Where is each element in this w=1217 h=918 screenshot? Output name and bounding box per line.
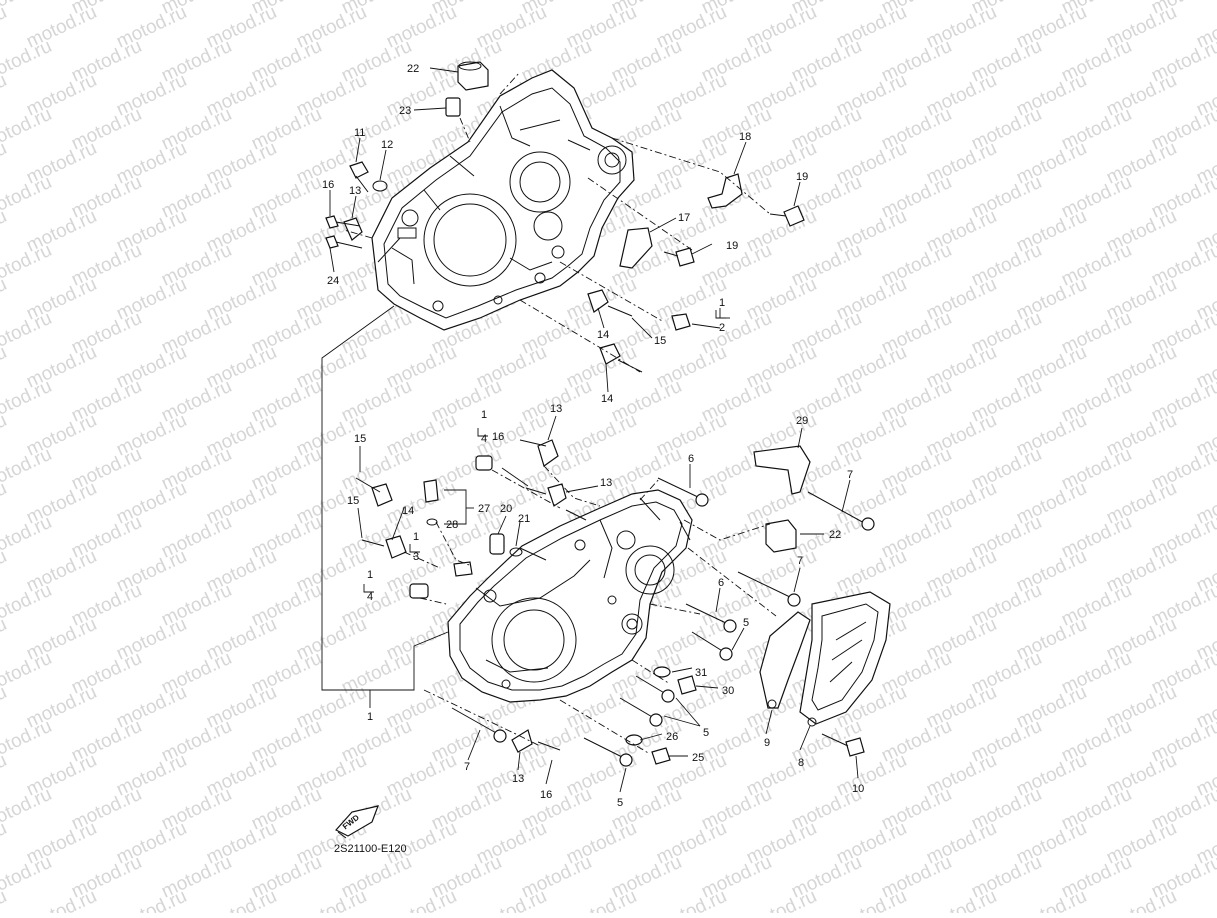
callout-9: 9 bbox=[764, 737, 770, 749]
watermark-text: motod.ru bbox=[0, 0, 55, 19]
callout-22: 22 bbox=[829, 529, 841, 541]
callout-4: 4 bbox=[481, 433, 487, 445]
leader-lines bbox=[321, 67, 859, 793]
callout-25: 25 bbox=[692, 752, 704, 764]
callout-22: 22 bbox=[407, 63, 419, 75]
callout-28: 28 bbox=[446, 519, 458, 531]
callout-5: 5 bbox=[743, 617, 749, 629]
watermark-text: motod.ru bbox=[563, 886, 640, 913]
watermark-text: motod.ru bbox=[203, 886, 280, 913]
watermark-text: motod.ru bbox=[653, 886, 730, 913]
lower-crankcase bbox=[447, 489, 693, 703]
callout-1: 1 bbox=[719, 297, 725, 309]
watermark-text: motod.ru bbox=[1013, 886, 1090, 913]
callout-30: 30 bbox=[722, 685, 734, 697]
callout-14: 14 bbox=[601, 393, 613, 405]
callout-7: 7 bbox=[797, 555, 803, 567]
callout-1: 1 bbox=[367, 569, 373, 581]
watermark-text: motod.ru bbox=[23, 886, 100, 913]
callout-16: 16 bbox=[492, 431, 504, 443]
callout-1: 1 bbox=[413, 531, 419, 543]
callout-1: 1 bbox=[367, 711, 373, 723]
watermark-text: motod.ru bbox=[383, 886, 460, 913]
callout-13: 13 bbox=[512, 773, 524, 785]
watermark-text: motod.ru bbox=[113, 886, 190, 913]
fwd-arrow bbox=[335, 805, 379, 839]
hardware-parts bbox=[325, 61, 875, 767]
callout-20: 20 bbox=[500, 503, 512, 515]
watermark-text: motod.ru bbox=[1103, 886, 1180, 913]
callout-3: 3 bbox=[413, 551, 419, 563]
callout-5: 5 bbox=[617, 797, 623, 809]
callout-16: 16 bbox=[322, 179, 334, 191]
callout-16: 16 bbox=[540, 789, 552, 801]
callout-6: 6 bbox=[718, 577, 724, 589]
watermark-text: motod.ru bbox=[293, 886, 370, 913]
callout-26: 26 bbox=[666, 731, 678, 743]
callout-5: 5 bbox=[703, 727, 709, 739]
callout-21: 21 bbox=[518, 513, 530, 525]
callout-14: 14 bbox=[597, 329, 609, 341]
watermark-text: motod.ru bbox=[833, 886, 910, 913]
callout-17: 17 bbox=[678, 212, 690, 224]
callout-8: 8 bbox=[798, 757, 804, 769]
diagram-code: 2S21100-E120 bbox=[334, 843, 407, 855]
callout-15: 15 bbox=[654, 335, 666, 347]
callout-12: 12 bbox=[381, 139, 393, 151]
callout-1: 1 bbox=[481, 409, 487, 421]
callout-19: 19 bbox=[726, 240, 738, 252]
callout-27: 27 bbox=[478, 503, 490, 515]
callout-31: 31 bbox=[695, 667, 707, 679]
sprocket-cover bbox=[759, 591, 891, 727]
callout-13: 13 bbox=[600, 477, 612, 489]
callout-11: 11 bbox=[354, 127, 365, 139]
callout-7: 7 bbox=[847, 469, 853, 481]
watermark-text: motod.ru bbox=[743, 886, 820, 913]
callout-6: 6 bbox=[688, 453, 694, 465]
callout-23: 23 bbox=[399, 105, 411, 117]
callout-13: 13 bbox=[349, 185, 361, 197]
callout-4: 4 bbox=[367, 591, 373, 603]
callout-13: 13 bbox=[550, 403, 562, 415]
callout-2: 2 bbox=[719, 322, 725, 334]
callout-10: 10 bbox=[852, 783, 864, 795]
watermark-text: motod.ru bbox=[473, 886, 550, 913]
callout-15: 15 bbox=[354, 433, 366, 445]
callout-labels: 22 23 11 12 16 13 24 18 19 17 19 1 2 14 … bbox=[322, 63, 864, 855]
callout-19: 19 bbox=[796, 171, 808, 183]
watermark-text: motod.ru bbox=[1193, 886, 1217, 913]
watermark-text: motod.ru bbox=[0, 886, 10, 913]
callout-29: 29 bbox=[796, 415, 808, 427]
callout-15: 15 bbox=[347, 495, 359, 507]
watermark-text: motod.ru bbox=[923, 886, 1000, 913]
callout-7: 7 bbox=[464, 761, 470, 773]
callout-14: 14 bbox=[402, 505, 414, 517]
callout-18: 18 bbox=[739, 131, 751, 143]
callout-24: 24 bbox=[327, 275, 339, 287]
upper-crankcase bbox=[371, 69, 635, 331]
